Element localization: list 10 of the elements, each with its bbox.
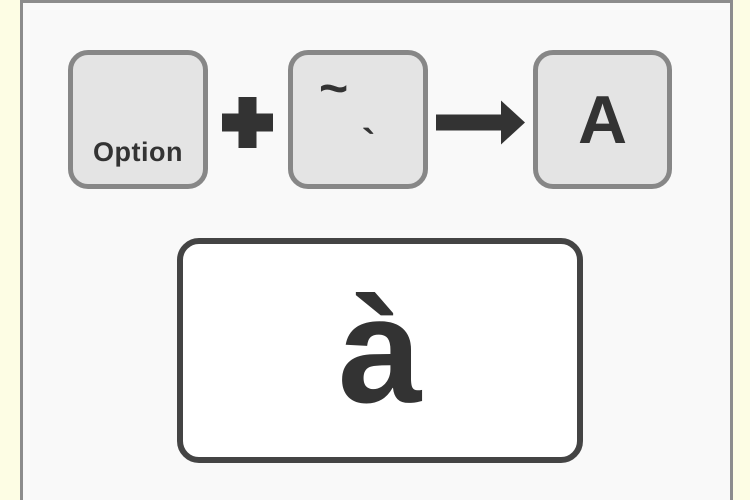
- keyboard-key: [68, 50, 208, 189]
- key-symbol: `: [362, 124, 376, 164]
- result-box: [177, 238, 583, 463]
- result-character: à: [338, 274, 422, 426]
- arrow: [436, 100, 525, 144]
- key-symbol: ~: [319, 63, 348, 113]
- keyboard-key: [288, 50, 428, 189]
- key-label: A: [578, 86, 628, 154]
- keyboard-key: [533, 50, 672, 189]
- key-label: Option: [93, 139, 183, 166]
